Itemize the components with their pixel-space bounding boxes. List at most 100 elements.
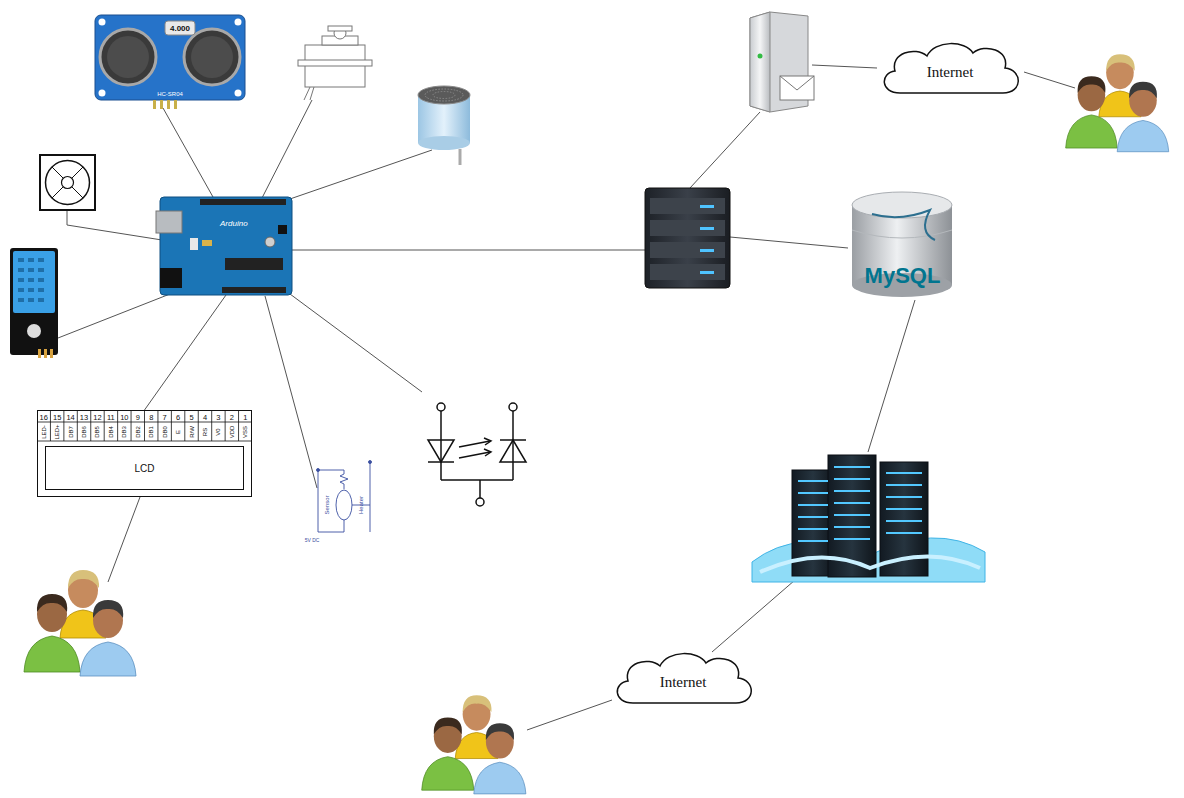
ultrasonic-sensor	[174, 100, 177, 109]
servo-motor	[328, 26, 352, 31]
cloud-label: Internet	[660, 674, 707, 691]
optocoupler-symbol	[428, 403, 526, 506]
cloud-datacenter	[834, 526, 870, 528]
pin-number: 5	[189, 412, 193, 421]
pin-name: RS	[202, 427, 208, 435]
pin-number: 9	[136, 412, 140, 421]
users-icon	[422, 695, 526, 794]
wire	[58, 65, 1075, 730]
pin-number: 1	[243, 412, 247, 421]
ultrasonic-sensor	[100, 29, 156, 85]
heater-schematic	[318, 470, 319, 532]
humidity-sensor	[18, 268, 24, 272]
servo-motor	[298, 60, 372, 66]
server-tower	[700, 205, 714, 208]
cloud-datacenter	[798, 466, 922, 542]
wire	[292, 250, 645, 251]
optocoupler-symbol	[500, 439, 526, 441]
ultrasonic-sensor	[191, 36, 233, 78]
wire	[527, 700, 612, 730]
database-node: MySQL	[840, 258, 965, 294]
display-label: LCD	[134, 463, 154, 474]
lcd-pin-grid	[144, 410, 145, 441]
schematic-label: Sensor	[324, 495, 330, 514]
cloud-outline	[884, 44, 1018, 93]
server-tower	[700, 249, 714, 252]
cloud-datacenter	[798, 540, 828, 542]
mail-server	[780, 76, 814, 90]
humidity-sensor	[13, 251, 55, 313]
ultrasonic-sensor	[99, 19, 106, 26]
server-tower	[650, 198, 725, 214]
arduino-board	[202, 240, 212, 246]
lcd-pin-grid	[184, 410, 185, 441]
servo-motor	[310, 87, 314, 100]
humidity-sensor	[38, 278, 44, 282]
part-number: HC-SR04	[157, 91, 183, 97]
heater-schematic	[344, 520, 345, 532]
microphone	[418, 86, 470, 165]
lcd-pin-grid	[50, 410, 51, 441]
optocoupler-symbol	[500, 440, 526, 462]
optocoupler-symbol	[484, 438, 491, 445]
schematic-label: 5V DC	[305, 537, 320, 543]
humidity-sensor	[18, 258, 44, 302]
humidity-sensor	[28, 258, 34, 262]
humidity-sensor	[38, 288, 44, 292]
humidity-sensor	[28, 268, 34, 272]
wire	[262, 100, 312, 198]
pin-number: 16	[40, 412, 48, 421]
cloud-datacenter	[886, 520, 922, 522]
arduino-board	[278, 225, 287, 234]
ultrasonic-sensor	[167, 100, 170, 109]
database-cylinder	[872, 210, 935, 240]
pin-number: 8	[149, 412, 153, 421]
pin-number: 13	[80, 412, 88, 421]
humidity-sensor	[44, 349, 47, 358]
humidity-sensor	[18, 278, 24, 282]
optocoupler-symbol	[428, 440, 454, 462]
pin-name: DB4	[108, 426, 114, 438]
optocoupler-symbol	[509, 403, 517, 411]
wire	[812, 65, 877, 68]
pin-number: 12	[93, 412, 101, 421]
mail-server	[780, 76, 814, 100]
heater-schematic	[317, 461, 372, 533]
cloud-datacenter	[798, 504, 828, 506]
cloud-datacenter	[798, 480, 828, 482]
pin-name: LED+	[54, 424, 60, 439]
pin-number: 15	[53, 412, 61, 421]
cloud-outline	[617, 654, 751, 703]
ultrasonic-sensor	[99, 90, 106, 97]
pin-name: DB3	[121, 426, 127, 438]
lcd-pin-grid	[171, 410, 172, 441]
wire	[67, 225, 162, 240]
wire	[163, 108, 213, 197]
server-tower	[645, 188, 730, 288]
microphone	[418, 136, 470, 150]
wire	[67, 210, 68, 225]
ultrasonic-sensor	[184, 29, 240, 85]
connector-line	[145, 295, 227, 410]
microphone	[418, 86, 470, 104]
arduino-board	[200, 199, 286, 205]
humidity-sensor	[28, 288, 34, 292]
cloud-datacenter	[886, 532, 922, 534]
pin-number: 3	[216, 412, 220, 421]
wire	[58, 292, 175, 338]
humidity-sensor	[18, 288, 24, 292]
humidity-sensor	[38, 268, 44, 272]
cloud-datacenter	[834, 490, 870, 492]
heater-schematic	[336, 490, 352, 520]
lcd-pin-grid	[157, 410, 158, 441]
lcd-pin-grid	[104, 410, 105, 441]
pin-name: DB5	[94, 426, 100, 438]
pin-name: E	[175, 429, 181, 433]
pin-number: 2	[230, 412, 234, 421]
lcd-pin-grid	[63, 410, 64, 441]
optocoupler-symbol	[437, 403, 445, 411]
pin-number: 14	[66, 412, 74, 421]
cloud-label: Internet	[927, 64, 974, 81]
